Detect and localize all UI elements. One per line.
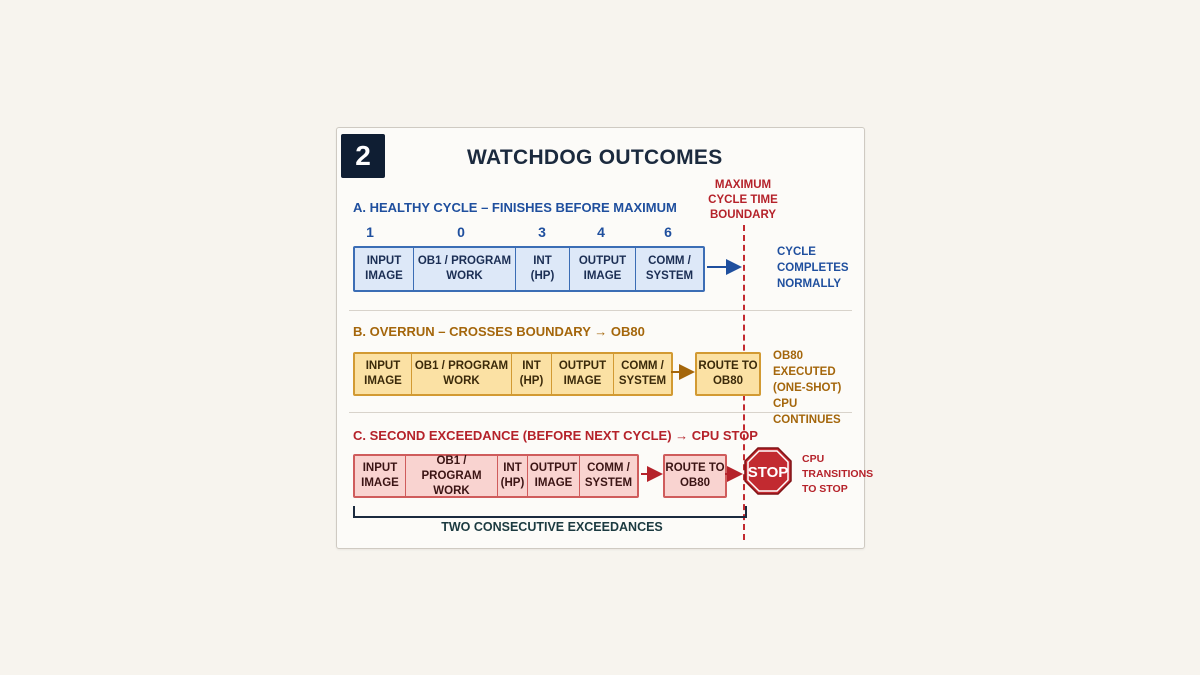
step-number: 6 [664, 224, 672, 240]
seg-line: COMM / [648, 255, 691, 267]
segment-comm-system: COMM / SYSTEM [635, 248, 703, 290]
note-line: CYCLE [777, 246, 816, 258]
segment-output-image: OUTPUT IMAGE [527, 456, 579, 496]
segment-program-work: OB1 / PROGRAM WORK [405, 454, 497, 497]
bracket-label: TWO CONSECUTIVE EXCEEDANCES [441, 520, 663, 534]
boundary-label-line: MAXIMUM [714, 179, 772, 191]
step-number: 0 [457, 224, 465, 240]
note-line: TRANSITIONS [802, 468, 874, 480]
seg-line: (HP) [530, 270, 555, 282]
seg-line: INT [533, 255, 552, 267]
segment-input-image: INPUT IMAGE [355, 248, 413, 290]
seg-line: IMAGE [364, 375, 402, 387]
note-line: CPU CONTINUES [773, 398, 841, 426]
segment-comm-system: COMM / SYSTEM [579, 456, 637, 496]
segment-program-work: OB1 / PROGRAM WORK [411, 354, 511, 394]
seg-line: COMM / [587, 462, 630, 474]
note-line: CPU [802, 453, 825, 465]
overrun-cycle-bar: INPUT IMAGE OB1 / PROGRAM WORK INT (HP) OUT… [353, 352, 673, 396]
step-number: 4 [597, 224, 605, 240]
route-to-ob80-box: ROUTE TO OB80 [663, 454, 727, 498]
seg-line: OUTPUT [558, 360, 607, 372]
boundary-label-line: BOUNDARY [709, 209, 777, 221]
stop-sign-icon: STOP [743, 446, 793, 496]
section-divider [349, 310, 852, 311]
note-line: OB80 EXECUTED [773, 350, 836, 378]
seg-line: WORK [443, 375, 480, 387]
seg-line: (HP) [500, 477, 525, 489]
step-badge: 2 [341, 134, 385, 178]
segment-input-image: INPUT IMAGE [355, 354, 411, 394]
seg-line: IMAGE [534, 477, 573, 489]
connector-arrows [641, 259, 743, 482]
boundary-label: MAXIMUM CYCLE TIME BOUNDARY [703, 178, 783, 223]
seg-line: OB1 / PROGRAM [421, 454, 482, 482]
seg-line: INPUT [366, 255, 402, 267]
section-b-heading: B. OVERRUN – CROSSES BOUNDARY → OB80 [353, 324, 645, 339]
stop-sign-text: STOP [748, 464, 789, 481]
seg-line: OUTPUT [578, 255, 627, 267]
seg-line: INT [522, 360, 541, 372]
route-line: ROUTE TO [665, 462, 725, 474]
route-line: OB80 [679, 477, 711, 489]
segment-int-hp: INT (HP) [511, 354, 551, 394]
section-a-note: CYCLE COMPLETES NORMALLY [777, 244, 849, 292]
seg-line: COMM / [621, 360, 664, 372]
exceedance-cycle-bar: INPUT IMAGE OB1 / PROGRAM WORK INT (HP) OUT… [353, 454, 639, 498]
segment-int-hp: INT (HP) [515, 248, 569, 290]
boundary-label-line: CYCLE TIME [708, 194, 778, 206]
seg-line: INT [503, 462, 522, 474]
stop-sign-graphic: STOP [744, 447, 792, 495]
route-line: ROUTE TO [698, 360, 758, 372]
note-line: (ONE-SHOT) [773, 382, 842, 394]
seg-line: IMAGE [563, 375, 602, 387]
section-b-note: OB80 EXECUTED (ONE-SHOT) CPU CONTINUES [773, 348, 864, 428]
diagram-title: WATCHDOG OUTCOMES [467, 146, 723, 169]
note-line: NORMALLY [777, 278, 842, 290]
seg-line: WORK [446, 270, 483, 282]
seg-line: OB1 / PROGRAM [414, 360, 509, 372]
segment-program-work: OB1 / PROGRAM WORK [413, 248, 515, 290]
seg-line: OB1 / PROGRAM [417, 255, 512, 267]
seg-line: IMAGE [365, 270, 403, 282]
segment-comm-system: COMM / SYSTEM [613, 354, 671, 394]
step-number: 3 [538, 224, 546, 240]
section-c-note: CPU TRANSITIONS TO STOP [802, 452, 873, 497]
seg-line: OUTPUT [529, 462, 578, 474]
segment-output-image: OUTPUT IMAGE [551, 354, 613, 394]
watchdog-diagram-card: 2 WATCHDOG OUTCOMES MAXIMUM CYCLE TIME B… [336, 127, 873, 549]
section-divider [349, 412, 852, 413]
seg-line: IMAGE [361, 477, 399, 489]
segment-int-hp: INT (HP) [497, 456, 527, 496]
section-a-heading: A. HEALTHY CYCLE – FINISHES BEFORE MAXIM… [353, 200, 677, 215]
route-to-ob80-box: ROUTE TO OB80 [695, 352, 761, 396]
section-c-heading: C. SECOND EXCEEDANCE (BEFORE NEXT CYCLE)… [353, 428, 758, 443]
step-number: 1 [366, 224, 374, 240]
seg-line: WORK [433, 484, 470, 497]
exceedance-bracket [353, 506, 747, 518]
healthy-cycle-bar: INPUT IMAGE OB1 / PROGRAM WORK INT (HP) OUT… [353, 246, 705, 292]
seg-line: SYSTEM [618, 375, 667, 387]
note-line: TO STOP [802, 483, 848, 495]
seg-line: (HP) [519, 375, 544, 387]
segment-input-image: INPUT IMAGE [355, 456, 405, 496]
segment-output-image: OUTPUT IMAGE [569, 248, 635, 290]
seg-line: INPUT [362, 462, 398, 474]
route-line: OB80 [712, 375, 744, 387]
seg-line: SYSTEM [645, 270, 694, 282]
note-line: COMPLETES [777, 262, 849, 274]
seg-line: INPUT [365, 360, 401, 372]
seg-line: SYSTEM [584, 477, 633, 489]
seg-line: IMAGE [583, 270, 622, 282]
